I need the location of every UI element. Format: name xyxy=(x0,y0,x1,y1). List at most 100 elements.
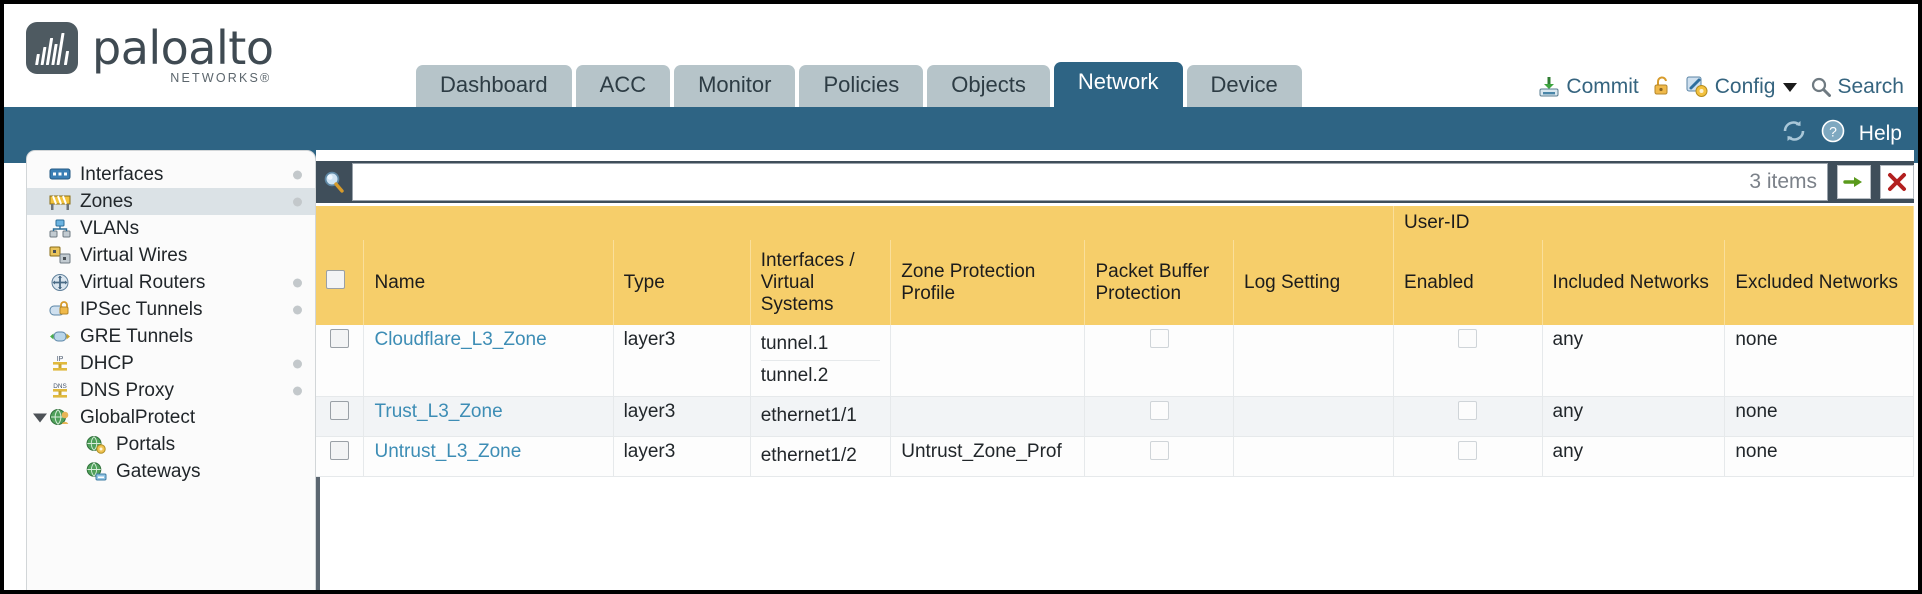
chevron-down-icon xyxy=(1783,82,1798,92)
zones-filter-field[interactable]: 3 items xyxy=(352,163,1828,201)
column-header-enabled[interactable]: Enabled xyxy=(1393,240,1543,325)
refresh-icon[interactable] xyxy=(1781,119,1807,149)
column-header-log-setting[interactable]: Log Setting xyxy=(1233,240,1395,325)
cell-packet-buffer[interactable] xyxy=(1084,396,1234,437)
packet-buffer-checkbox[interactable] xyxy=(1149,441,1169,460)
sidebar-item-zones[interactable]: Zones xyxy=(27,188,315,215)
zones-icon xyxy=(49,192,71,211)
column-header-type[interactable]: Type xyxy=(613,240,751,325)
sidebar-item-portals[interactable]: Portals xyxy=(27,431,315,458)
tab-monitor[interactable]: Monitor xyxy=(674,65,796,107)
select-all-checkbox[interactable] xyxy=(326,270,345,289)
column-header-packet-buffer[interactable]: Packet Buffer Protection xyxy=(1084,240,1234,325)
row-checkbox[interactable] xyxy=(330,441,350,460)
svg-text:?: ? xyxy=(1829,124,1837,140)
tab-dashboard[interactable]: Dashboard xyxy=(416,65,572,107)
row-checkbox[interactable] xyxy=(330,329,350,348)
column-header-zone-protection[interactable]: Zone Protection Profile xyxy=(890,240,1086,325)
zones-content-panel: 3 items xyxy=(316,150,1914,590)
cell-enabled[interactable] xyxy=(1393,396,1543,437)
sidebar-item-label: Zones xyxy=(80,190,133,212)
table-group-header-row: User-ID xyxy=(316,206,1914,240)
row-select-cell[interactable] xyxy=(316,396,365,437)
search-magnifier-icon[interactable] xyxy=(316,161,352,203)
sidebar-item-gre-tunnels[interactable]: GRE Tunnels xyxy=(27,323,315,350)
cell-excluded-networks: none xyxy=(1724,396,1914,437)
cell-packet-buffer[interactable] xyxy=(1084,325,1234,397)
virtual-routers-icon xyxy=(49,273,71,292)
column-header-included-networks[interactable]: Included Networks xyxy=(1542,240,1726,325)
group-header-spacer xyxy=(316,206,1395,240)
column-header-name[interactable]: Name xyxy=(363,240,614,325)
sidebar-item-gateways[interactable]: Gateways xyxy=(27,458,315,485)
chevron-down-icon[interactable] xyxy=(33,413,47,422)
help-label[interactable]: Help xyxy=(1858,122,1902,145)
row-select-cell[interactable] xyxy=(316,325,365,397)
commit-label: Commit xyxy=(1566,75,1639,98)
tab-acc[interactable]: ACC xyxy=(575,65,671,107)
row-checkbox[interactable] xyxy=(330,401,350,420)
help-question-icon[interactable]: ? xyxy=(1821,119,1845,149)
tab-policies[interactable]: Policies xyxy=(799,65,924,107)
packet-buffer-checkbox[interactable] xyxy=(1149,329,1169,348)
interfaces-icon xyxy=(49,165,71,184)
sidebar-item-virtual-wires[interactable]: Virtual Wires xyxy=(27,242,315,269)
clear-filter-button[interactable] xyxy=(1880,165,1914,199)
unlock-icon[interactable] xyxy=(1653,76,1672,98)
brand-sub: NETWORKS® xyxy=(170,71,272,85)
zone-name-link[interactable]: Untrust_L3_Zone xyxy=(374,441,522,462)
portals-icon xyxy=(85,435,107,454)
sidebar-item-virtual-routers[interactable]: Virtual Routers xyxy=(27,269,315,296)
virtual-wires-icon xyxy=(49,246,71,265)
network-sidebar: Interfaces Zones VLANs Virtual Wires xyxy=(26,150,316,590)
globalprotect-icon xyxy=(49,408,71,427)
tab-device[interactable]: Device xyxy=(1186,65,1302,107)
table-row[interactable]: Untrust_L3_Zone layer3 ethernet1/2 Untru… xyxy=(316,436,1914,477)
cell-included-networks: any xyxy=(1542,396,1726,437)
zone-name-link[interactable]: Trust_L3_Zone xyxy=(374,401,503,422)
sidebar-item-interfaces[interactable]: Interfaces xyxy=(27,161,315,188)
cell-name[interactable]: Untrust_L3_Zone xyxy=(363,436,614,477)
config-menu-button[interactable]: Config xyxy=(1686,75,1798,99)
svg-text:IP: IP xyxy=(57,356,64,363)
apply-filter-button[interactable] xyxy=(1837,165,1871,199)
sidebar-item-dns-proxy[interactable]: DNS DNS Proxy xyxy=(27,377,315,404)
sidebar-status-dot xyxy=(293,386,302,395)
commit-save-icon xyxy=(1538,76,1560,98)
tab-network[interactable]: Network xyxy=(1053,62,1183,107)
cell-packet-buffer[interactable] xyxy=(1084,436,1234,477)
commit-button[interactable]: Commit xyxy=(1538,75,1639,99)
sidebar-item-ipsec-tunnels[interactable]: IPSec Tunnels xyxy=(27,296,315,323)
item-count-label: 3 items xyxy=(1749,170,1817,193)
cell-enabled[interactable] xyxy=(1393,325,1543,397)
search-icon xyxy=(1811,77,1832,97)
column-header-excluded-networks[interactable]: Excluded Networks xyxy=(1724,240,1914,325)
row-select-cell[interactable] xyxy=(316,436,365,477)
select-all-header[interactable] xyxy=(316,240,365,325)
ipsec-tunnels-icon xyxy=(49,300,71,319)
cell-excluded-networks: none xyxy=(1724,436,1914,477)
column-header-interfaces[interactable]: Interfaces / Virtual Systems xyxy=(750,240,892,325)
header-actions: Commit Config xyxy=(1538,75,1904,99)
tab-objects[interactable]: Objects xyxy=(927,65,1050,107)
search-input[interactable] xyxy=(353,165,1750,199)
cell-enabled[interactable] xyxy=(1393,436,1543,477)
cell-name[interactable]: Trust_L3_Zone xyxy=(363,396,614,437)
table-header-row: Name Type Interfaces / Virtual Systems Z… xyxy=(316,240,1914,325)
enabled-checkbox[interactable] xyxy=(1458,401,1478,420)
table-row[interactable]: Trust_L3_Zone layer3 ethernet1/1 xyxy=(316,396,1914,437)
packet-buffer-checkbox[interactable] xyxy=(1149,401,1169,420)
cell-interfaces: ethernet1/1 xyxy=(750,396,892,437)
table-row[interactable]: Cloudflare_L3_Zone layer3 tunnel.1 tunne… xyxy=(316,325,1914,397)
search-button[interactable]: Search xyxy=(1811,75,1904,99)
sidebar-item-dhcp[interactable]: IP DHCP xyxy=(27,350,315,377)
sidebar-item-vlans[interactable]: VLANs xyxy=(27,215,315,242)
cell-zone-protection xyxy=(890,396,1086,437)
sidebar-item-globalprotect[interactable]: GlobalProtect xyxy=(27,404,315,431)
paloalto-logo-icon xyxy=(26,22,78,74)
enabled-checkbox[interactable] xyxy=(1458,329,1478,348)
enabled-checkbox[interactable] xyxy=(1458,441,1478,460)
zone-name-link[interactable]: Cloudflare_L3_Zone xyxy=(374,329,547,350)
cell-name[interactable]: Cloudflare_L3_Zone xyxy=(363,325,614,397)
interface-entry: ethernet1/1 xyxy=(760,405,857,426)
